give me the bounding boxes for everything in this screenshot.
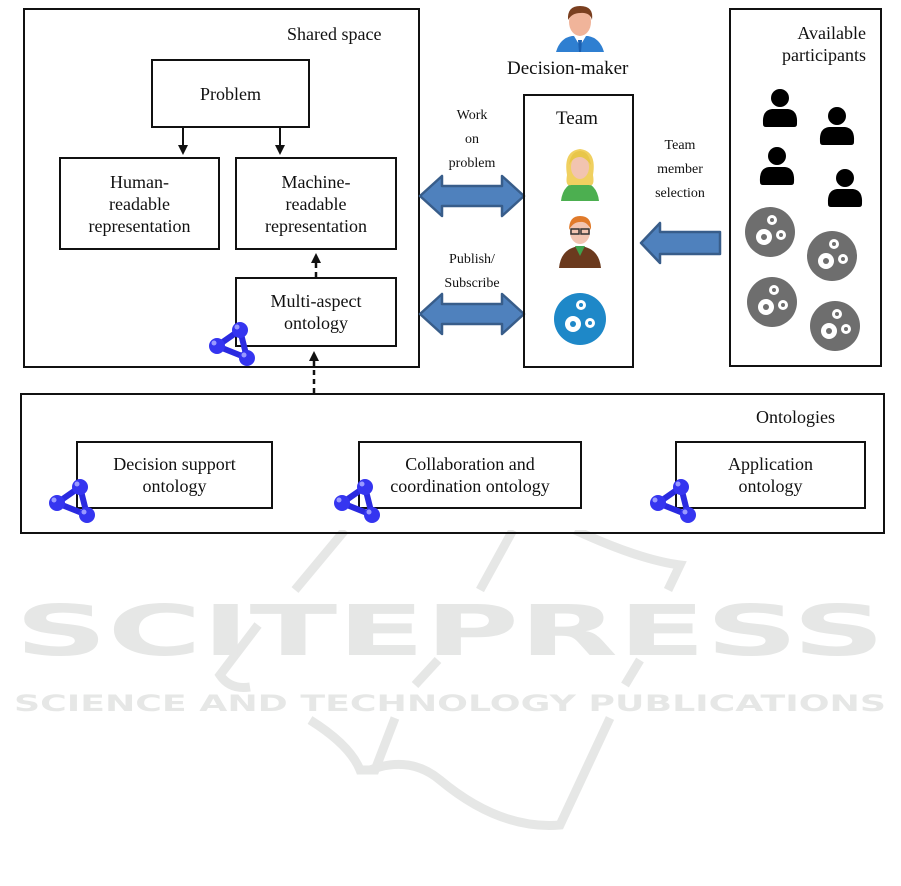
human-readable-line-1: Human- xyxy=(110,171,169,192)
machine-readable-box[interactable]: Machine- readable representation xyxy=(235,157,397,250)
work-on-problem-line-3: problem xyxy=(448,156,496,171)
application-ontology-box[interactable]: Application ontology xyxy=(675,441,866,509)
ontologies-panel xyxy=(20,393,885,534)
team-panel xyxy=(523,94,634,368)
decision-support-ontology-box[interactable]: Decision support ontology xyxy=(76,441,273,509)
machine-readable-line-2: readable xyxy=(285,193,347,214)
team-member-selection-line-2: member xyxy=(657,162,703,177)
multi-aspect-ontology-box[interactable]: Multi-aspect ontology xyxy=(235,277,397,347)
human-readable-box[interactable]: Human- readable representation xyxy=(59,157,220,250)
human-readable-line-2: readable xyxy=(109,193,170,214)
publish-subscribe-line-1: Publish/ xyxy=(449,252,495,267)
work-on-problem-label: Work on problem xyxy=(447,104,497,176)
team-member-service-gears-icon[interactable] xyxy=(553,292,607,346)
watermark-sub-text: SCIENCE AND TECHNOLOGY PUBLICATIONS xyxy=(14,692,886,717)
publish-subscribe-double-arrow xyxy=(418,292,526,336)
team-member-selection-label: Team member selection xyxy=(643,134,717,206)
collaboration-line-2: coordination ontology xyxy=(390,476,550,496)
team-title: Team xyxy=(556,108,598,129)
work-on-problem-line-2: on xyxy=(465,132,479,147)
work-on-problem-line-1: Work xyxy=(456,108,488,123)
available-participants-panel xyxy=(729,8,882,367)
application-line-1: Application xyxy=(728,454,813,474)
team-member-female-icon[interactable] xyxy=(555,145,605,201)
human-readable-line-3: representation xyxy=(88,215,191,236)
machine-readable-line-3: representation xyxy=(265,215,367,236)
multi-aspect-line-2: ontology xyxy=(283,313,348,333)
watermark-main-text: SCITEPRESS xyxy=(15,590,885,672)
multi-aspect-line-1: Multi-aspect xyxy=(270,291,362,311)
work-on-problem-double-arrow xyxy=(418,174,526,218)
ontologies-title: Ontologies xyxy=(756,407,835,427)
ontology-molecule-icon xyxy=(209,322,255,366)
decision-maker-avatar-icon xyxy=(556,6,604,52)
team-member-selection-line-1: Team xyxy=(664,138,696,153)
team-member-selection-arrow xyxy=(639,221,722,265)
application-line-2: ontology xyxy=(738,476,803,496)
watermark-swoosh xyxy=(214,530,687,830)
collaboration-coordination-ontology-box[interactable]: Collaboration and coordination ontology xyxy=(358,441,582,509)
available-participants-title: Available participants xyxy=(782,22,866,66)
team-member-male-icon[interactable] xyxy=(555,212,605,268)
decision-maker-label: Decision-maker xyxy=(507,58,629,79)
publish-subscribe-label: Publish/ Subscribe xyxy=(437,248,507,296)
collaboration-line-1: Collaboration and xyxy=(405,454,535,474)
available-title-line-2: participants xyxy=(782,45,866,65)
decision-support-line-1: Decision support xyxy=(113,454,236,474)
available-title-line-1: Available xyxy=(797,23,866,43)
problem-label: Problem xyxy=(200,83,261,104)
publish-subscribe-line-2: Subscribe xyxy=(444,276,500,291)
watermark: SCITEPRESS SCIENCE AND TECHNOLOGY PUBLIC… xyxy=(14,530,886,830)
team-member-selection-line-3: selection xyxy=(655,186,705,201)
machine-readable-line-1: Machine- xyxy=(281,171,351,192)
problem-box[interactable]: Problem xyxy=(151,59,310,128)
decision-support-line-2: ontology xyxy=(142,476,207,496)
shared-space-title: Shared space xyxy=(287,24,382,44)
